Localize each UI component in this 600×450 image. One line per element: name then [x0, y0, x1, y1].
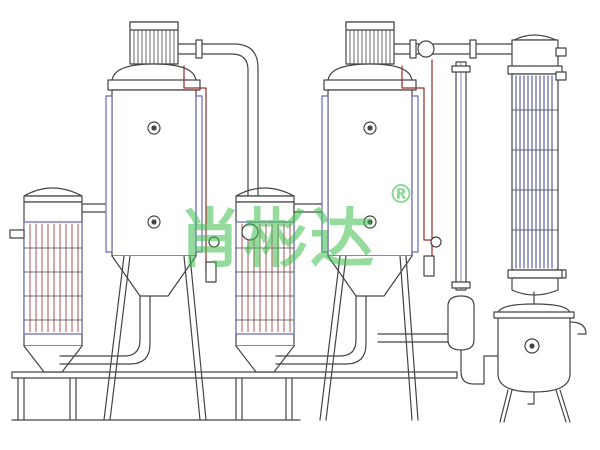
- evaporator-2: [275, 21, 419, 421]
- watermark-text: 肖彬达: [178, 203, 376, 277]
- preheater-1: [9, 187, 113, 373]
- separator-column: [377, 61, 501, 385]
- watermark: 肖彬达 ®: [178, 180, 428, 280]
- receiver-tank: [493, 291, 587, 423]
- preheater-2: [235, 187, 325, 373]
- registered-mark: ®: [388, 180, 414, 210]
- base-frame: [11, 371, 458, 421]
- evaporator-1: [59, 21, 207, 421]
- condenser: [507, 34, 567, 296]
- vapor-pipe-2: [393, 39, 517, 59]
- vapor-pipe-1: [177, 39, 259, 197]
